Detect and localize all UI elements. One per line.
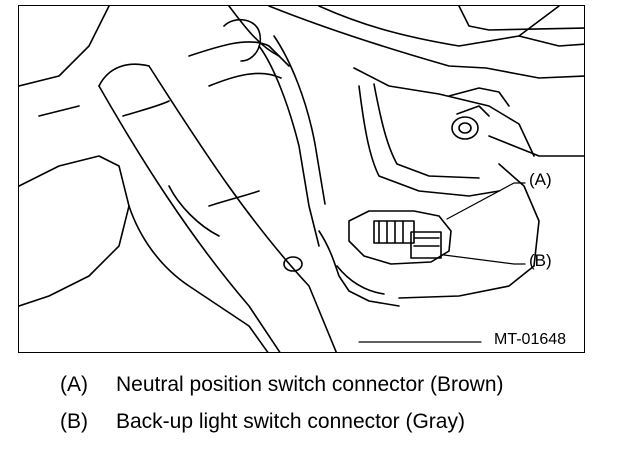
legend-key-a: (A): [60, 373, 88, 396]
diagram-frame: (A) (B) MT-01648: [18, 5, 585, 353]
figure-id: MT-01648: [494, 331, 567, 348]
upper-hoses: [188, 18, 500, 247]
callout-label-a: (A): [529, 170, 552, 189]
leader-lines: [443, 182, 526, 265]
engine-bay-illustration: [19, 6, 584, 352]
lower-left-structure: [19, 6, 269, 352]
legend-text-b: Back-up light switch connector (Gray): [116, 410, 465, 433]
legend-item-a: (A) Neutral position switch connector (B…: [60, 374, 504, 411]
callout-label-b: (B): [529, 251, 552, 270]
legend: (A) Neutral position switch connector (B…: [60, 374, 504, 448]
legend-item-b: (B) Back-up light switch connector (Gray…: [60, 411, 504, 448]
legend-text-a: Neutral position switch connector (Brown…: [116, 373, 504, 396]
housing-structure: [228, 6, 584, 299]
leader-line-a: [446, 182, 526, 220]
main-hose: [98, 63, 338, 352]
connector-assembly: [283, 210, 452, 307]
bolt: [451, 105, 490, 140]
legend-key-b: (B): [60, 410, 88, 433]
leader-line-b: [443, 254, 526, 265]
